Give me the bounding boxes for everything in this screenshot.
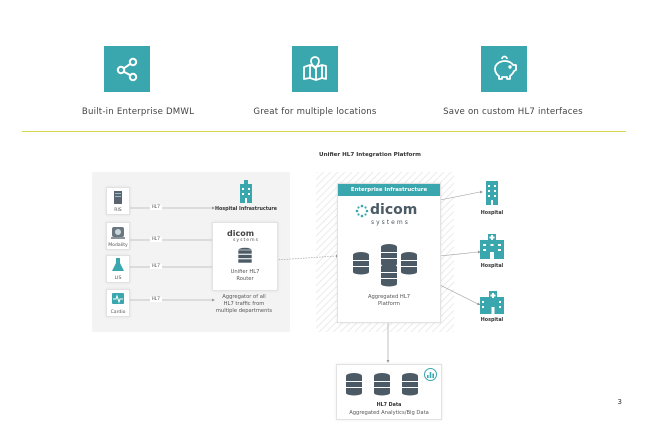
- hospital-label: Hospital: [480, 211, 504, 216]
- hospital-icon: [480, 234, 504, 259]
- enterprise-caption-1: Aggregated HL7: [367, 294, 411, 300]
- server-icon: [114, 191, 122, 204]
- router-caption-1: Aggregator of all: [222, 294, 266, 300]
- piggy-bank-icon: [494, 55, 517, 80]
- hospital-icon: [486, 181, 498, 205]
- analytics-icon: [424, 368, 437, 381]
- scanner-icon: [111, 227, 125, 239]
- hl7-link-label: HL7: [150, 297, 162, 302]
- router-label-2: Router: [236, 276, 254, 282]
- hl7-link-label: HL7: [150, 205, 162, 210]
- enterprise-card: Enterprise Infrastructure dicom systems …: [337, 183, 441, 323]
- share-network-tile: [104, 46, 150, 92]
- source-ris: RIS: [106, 187, 130, 215]
- source-label: Modality: [108, 243, 128, 248]
- router-caption-3: multiple departments: [215, 308, 273, 314]
- database-row-icon: [346, 373, 418, 396]
- hospital-icon: [480, 291, 504, 314]
- router-label-1: Unifier HL7: [230, 269, 260, 275]
- feature-label-dmwl: Built-in Enterprise DMWL: [81, 107, 195, 117]
- source-lis: LIS: [106, 255, 130, 283]
- feature-label-locations: Great for multiple locations: [253, 107, 377, 117]
- source-modality: Modality: [106, 222, 130, 250]
- enterprise-logo-sub: systems: [371, 219, 410, 226]
- page-number: 3: [617, 398, 622, 406]
- source-label: LIS: [114, 276, 122, 281]
- diagram-title: Unifier HL7 Integration Platform: [319, 152, 421, 158]
- router-caption-2: HL7 traffic from: [223, 301, 265, 307]
- source-label: Cardio: [110, 310, 126, 315]
- share-network-icon: [116, 57, 138, 82]
- flask-icon: [112, 258, 124, 271]
- hospital-label: Hospital: [480, 264, 504, 269]
- hospital-building-icon: [240, 180, 252, 203]
- feature-label-hl7: Save on custom HL7 interfaces: [443, 107, 583, 117]
- dicom-logo: dicom: [227, 229, 255, 238]
- dicom-mark-icon: [355, 204, 369, 218]
- hl7-data-card: HL7 Data Aggregated Analytics/Big Data: [336, 364, 442, 420]
- source-label: RIS: [114, 208, 122, 213]
- hl7-link-label: HL7: [150, 264, 162, 269]
- dicom-logo-sub: systems: [233, 238, 260, 243]
- hl7-data-title: HL7 Data: [376, 403, 402, 408]
- database-icon: [237, 247, 253, 264]
- hl7-router-card: dicom systems Unifier HL7 Router: [212, 222, 278, 291]
- piggy-bank-tile: [481, 46, 527, 92]
- hl7-data-subtitle: Aggregated Analytics/Big Data: [349, 410, 429, 416]
- database-cluster-icon: [353, 244, 417, 287]
- enterprise-caption-2: Platform: [378, 301, 400, 307]
- section-divider: [22, 131, 626, 132]
- heart-monitor-icon: [112, 293, 124, 304]
- hospital-label: Hospital: [480, 318, 504, 323]
- hl7-link-label: HL7: [150, 237, 162, 242]
- enterprise-header-bar: [338, 184, 440, 196]
- map-pin-icon: [303, 56, 327, 81]
- enterprise-header: Enterprise Infrastructure: [350, 187, 428, 193]
- hospital-infrastructure-label: Hospital Infrastructure: [214, 207, 278, 212]
- source-cardio: Cardio: [106, 289, 130, 317]
- enterprise-logo: dicom: [370, 202, 418, 218]
- map-pin-tile: [292, 46, 338, 92]
